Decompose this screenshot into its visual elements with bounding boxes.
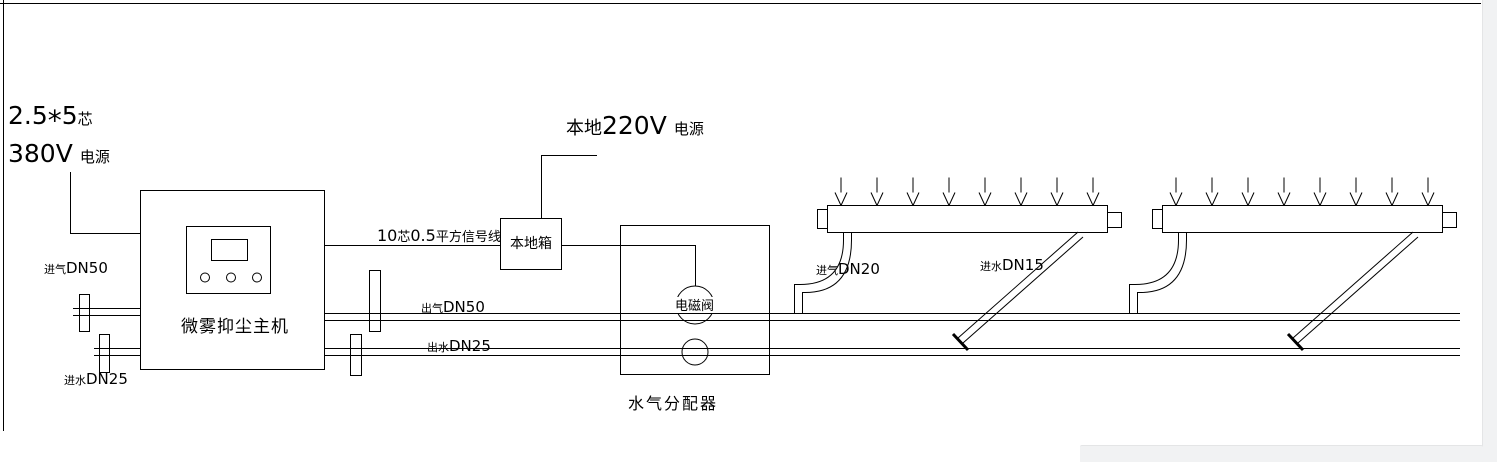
header-end-cap-right bbox=[1442, 212, 1457, 228]
main-unit-box bbox=[140, 190, 325, 370]
header-end-cap-left bbox=[817, 209, 828, 229]
water-outlet-label: 出水DN25 bbox=[427, 337, 491, 355]
flange-air-outlet bbox=[369, 270, 381, 332]
water-main-pipe bbox=[325, 334, 1460, 376]
local-box-outline bbox=[500, 218, 562, 270]
water-branch-diagonal-1 bbox=[951, 231, 1084, 352]
branch-water-label: 进水DN15 bbox=[980, 256, 1044, 274]
header-end-cap-left bbox=[1152, 209, 1163, 229]
water-inlet-pipe bbox=[94, 334, 141, 373]
water-inlet-label: 进水DN25 bbox=[64, 370, 128, 388]
panel-button-3 bbox=[252, 272, 262, 283]
air-branch-elbow-2 bbox=[1129, 232, 1187, 313]
display-screen bbox=[211, 239, 248, 261]
power-220v-line bbox=[541, 155, 597, 218]
header-end-cap-right bbox=[1107, 212, 1122, 228]
flange-water-outlet bbox=[350, 334, 362, 376]
flange-water-inlet bbox=[99, 334, 110, 373]
drawing-border bbox=[0, 0, 1481, 431]
spray-nozzles-1 bbox=[834, 177, 1100, 206]
control-panel bbox=[186, 226, 271, 294]
distributor-label: 水气分配器 bbox=[628, 394, 719, 413]
signal-line bbox=[325, 245, 696, 286]
horizontal-scrollbar[interactable] bbox=[1080, 445, 1483, 462]
spray-nozzles-2 bbox=[1169, 177, 1435, 206]
spray-header-2 bbox=[1129, 177, 1457, 352]
water-valve-symbol bbox=[681, 338, 709, 366]
air-inlet-label: 进气DN50 bbox=[44, 259, 108, 277]
spray-header-1 bbox=[794, 177, 1122, 352]
power-380v-line bbox=[70, 172, 140, 234]
signal-cable-label: 10芯0.5平方信号线 bbox=[377, 226, 501, 245]
branch-air-label: 进气DN20 bbox=[816, 260, 880, 278]
air-outlet-label: 出气DN50 bbox=[421, 298, 485, 316]
air-inlet-pipe bbox=[73, 294, 141, 332]
water-branch-diagonal-2 bbox=[1286, 231, 1419, 352]
solenoid-valve-label: 电磁阀 bbox=[674, 297, 716, 314]
air-branch-elbow-1 bbox=[794, 232, 852, 313]
flange-air-inlet bbox=[79, 294, 90, 332]
main-unit-label: 微雾抑尘主机 bbox=[181, 317, 289, 337]
vertical-scrollbar[interactable] bbox=[1482, 0, 1497, 462]
panel-button-2 bbox=[226, 272, 236, 283]
panel-button-1 bbox=[200, 272, 210, 283]
air-main-pipe bbox=[325, 270, 1460, 332]
local-box-label: 本地箱 bbox=[510, 236, 552, 252]
